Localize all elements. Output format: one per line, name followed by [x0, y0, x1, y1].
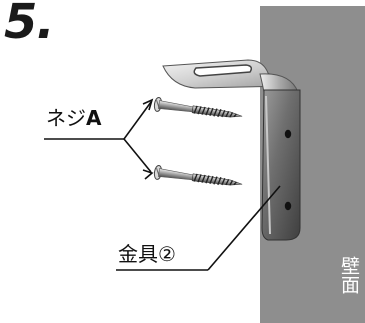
screw-label-text: ネジ: [46, 106, 86, 130]
wall-label: 壁面: [338, 256, 360, 294]
step-number: 5.: [4, 0, 55, 50]
bracket-icon: [162, 59, 301, 241]
bracket-label: 金具②: [118, 242, 176, 266]
bracket-leader-line: [116, 185, 281, 271]
screw-label: ネジA: [46, 108, 101, 128]
screw-icon: [153, 164, 243, 186]
screw-leader-lines: [44, 98, 154, 180]
screw-label-letter: A: [86, 106, 102, 130]
screw-icon: [153, 96, 243, 118]
